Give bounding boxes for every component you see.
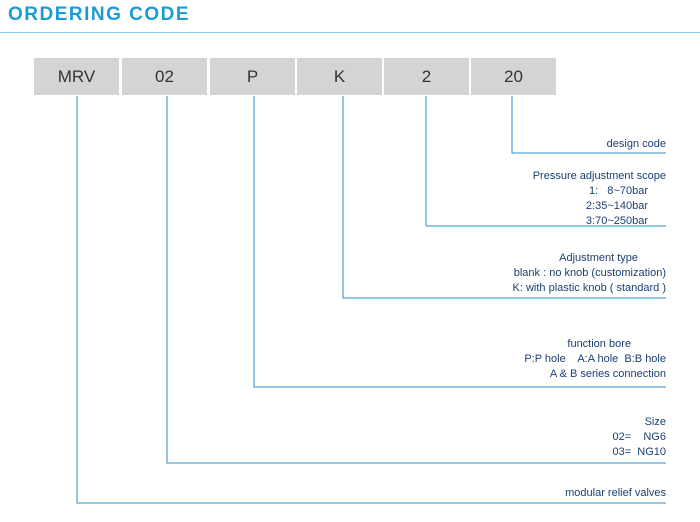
desc-line: K: with plastic knob ( standard ) <box>512 282 666 294</box>
code-box-design: 20 <box>471 58 556 95</box>
connector-size <box>166 96 666 464</box>
desc-line: A & B series connection <box>549 368 666 380</box>
code-box-adjustment: K <box>297 58 382 95</box>
desc-line: Size <box>644 416 666 428</box>
desc-line: Pressure adjustment scope <box>532 170 666 182</box>
connector-function <box>253 96 666 388</box>
desc-line: 2:35~140bar <box>585 200 648 212</box>
desc-line: blank : no knob (customization) <box>513 267 666 279</box>
desc-design-code: design code <box>607 137 666 152</box>
page-title: ORDERING CODE <box>8 4 191 25</box>
desc-function-bore: function bore P:P hole A:A hole B:B hole… <box>524 337 666 382</box>
code-box-function: P <box>210 58 295 95</box>
desc-size: Size 02= NG6 03= NG10 <box>612 415 666 460</box>
desc-adjustment-type: Adjustment type blank : no knob (customi… <box>513 251 666 296</box>
desc-line: Adjustment type <box>559 252 638 264</box>
desc-modular-relief: modular relief valves <box>565 486 666 501</box>
desc-line: modular relief valves <box>565 487 666 499</box>
connector-mrv <box>76 96 666 504</box>
connector-design <box>511 96 666 154</box>
code-box-pressure: 2 <box>384 58 469 95</box>
code-box-size: 02 <box>122 58 207 95</box>
desc-line: design code <box>606 138 666 150</box>
desc-line: 02= NG6 <box>612 431 666 443</box>
desc-line: 03= NG10 <box>612 446 666 458</box>
desc-line: function bore <box>567 338 631 350</box>
desc-pressure-scope: Pressure adjustment scope 1: 8~70bar 2:3… <box>533 169 666 229</box>
code-box-mrv: MRV <box>34 58 119 95</box>
desc-line: 1: 8~70bar <box>588 185 648 197</box>
desc-line: 3:70~250bar <box>585 215 648 227</box>
connector-adjustment <box>342 96 666 299</box>
connector-pressure <box>425 96 666 227</box>
desc-line: P:P hole A:A hole B:B hole <box>524 353 666 365</box>
title-underline <box>0 32 700 33</box>
